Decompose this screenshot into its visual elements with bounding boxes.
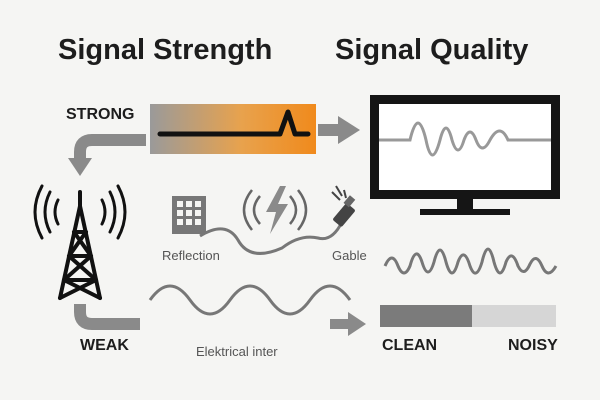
arrow-strong-to-tower	[68, 134, 146, 176]
signal-quality-title: Signal Quality	[335, 34, 529, 66]
cable-plug-icon	[331, 185, 356, 227]
lightning-icon	[242, 186, 308, 234]
monitor-icon	[370, 95, 560, 215]
noisy-label: NOISY	[508, 337, 558, 354]
quality-bar	[380, 305, 556, 327]
electrical-label: Elektrical inter	[196, 344, 278, 359]
arrow-tower-to-weak	[74, 304, 140, 330]
cable-line	[199, 221, 344, 255]
building-icon	[172, 196, 206, 234]
radio-tower-icon	[33, 184, 127, 300]
clean-label: CLEAN	[382, 337, 438, 354]
cable-label: Gable	[332, 248, 367, 263]
signal-strength-title: Signal Strength	[58, 34, 273, 66]
reflection-label: Reflection	[162, 248, 220, 263]
arrow-to-quality-bar	[330, 312, 366, 336]
electrical-wave	[148, 284, 352, 316]
strong-signal-bar	[150, 104, 316, 154]
noisy-wave	[383, 247, 558, 275]
arrow-to-monitor	[318, 116, 360, 144]
strong-label: STRONG	[66, 106, 135, 123]
weak-label: WEAK	[80, 337, 129, 354]
